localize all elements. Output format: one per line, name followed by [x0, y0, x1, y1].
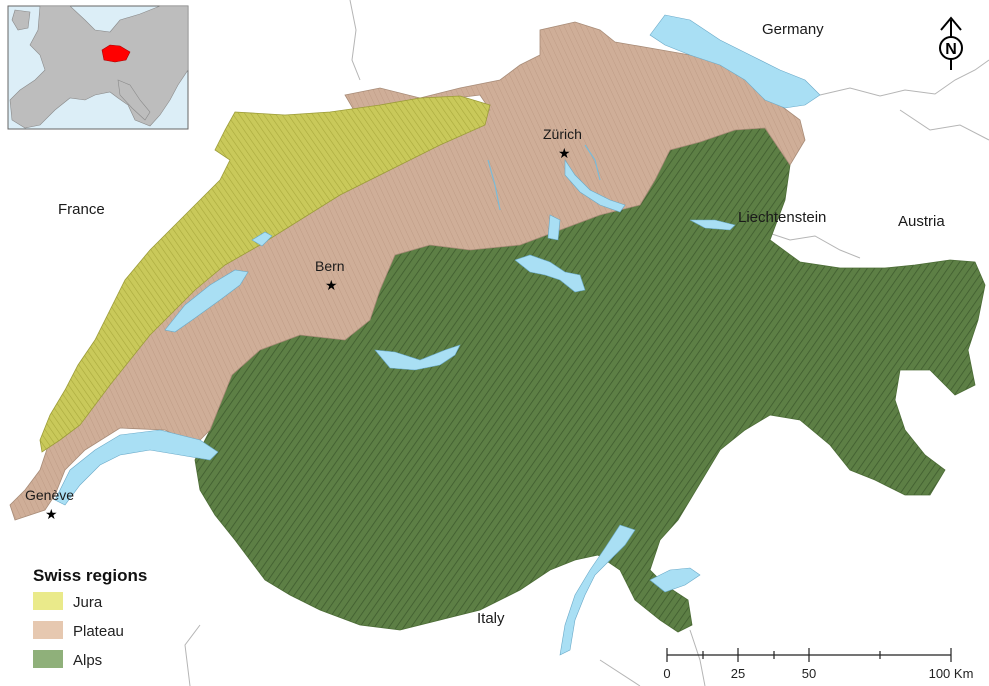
lake-lucerne — [514, 254, 586, 293]
legend-label-jura: Jura — [73, 594, 103, 611]
city-bern: Bern ★ — [315, 258, 345, 294]
label-germany: Germany — [762, 21, 824, 38]
legend-item-alps: Alps — [33, 650, 102, 669]
scale-tick-0: 0 — [663, 666, 670, 681]
inset-uk — [11, 9, 31, 31]
lake-walen — [689, 219, 736, 231]
inset-italy — [117, 79, 151, 121]
lakes — [54, 14, 821, 656]
scale-tick-25: 25 — [731, 666, 745, 681]
city-label-zurich: Zürich — [543, 126, 582, 142]
city-label-bern: Bern — [315, 258, 345, 274]
label-austria: Austria — [898, 213, 945, 230]
lake-thun — [374, 344, 461, 371]
legend-label-alps: Alps — [73, 652, 102, 669]
legend-label-plateau: Plateau — [73, 623, 124, 640]
scale-tick-50: 50 — [802, 666, 816, 681]
inset-switzerland-highlight — [101, 44, 131, 63]
lake-geneva — [54, 429, 219, 506]
legend-item-jura: Jura — [33, 592, 103, 611]
country-borders — [184, 0, 989, 686]
legend: Swiss regions Jura Plateau Alps — [33, 566, 147, 669]
city-zurich: Zürich ★ — [543, 126, 582, 162]
lake-zurich — [564, 159, 626, 213]
rivers — [487, 144, 601, 211]
lake-neuchatel — [164, 269, 249, 333]
legend-swatch-jura — [33, 592, 63, 610]
label-italy: Italy — [477, 610, 505, 627]
scale-tick-100km: 100 Km — [929, 666, 974, 681]
north-arrow-icon: N — [939, 16, 963, 70]
city-star-icon: ★ — [45, 507, 58, 523]
legend-swatch-alps — [33, 650, 63, 668]
lake-zug — [547, 214, 561, 241]
label-liechtenstein: Liechtenstein — [738, 209, 826, 226]
scale-bar — [666, 648, 952, 662]
legend-item-plateau: Plateau — [33, 621, 124, 640]
legend-title: Swiss regions — [33, 566, 147, 585]
jura-region — [39, 95, 491, 453]
label-france: France — [58, 201, 105, 218]
city-star-icon: ★ — [325, 278, 338, 294]
city-star-icon: ★ — [558, 146, 571, 162]
lake-maggiore — [559, 524, 636, 656]
inset-locator-map — [7, 5, 189, 130]
city-geneve: Genève ★ — [25, 487, 74, 523]
lake-lugano — [649, 567, 701, 593]
inset-europe-land — [9, 5, 189, 129]
lake-bienne — [251, 231, 273, 247]
city-label-geneve: Genève — [25, 487, 74, 503]
legend-swatch-plateau — [33, 621, 63, 639]
north-arrow-label: N — [945, 41, 957, 58]
lake-constance — [649, 14, 821, 109]
